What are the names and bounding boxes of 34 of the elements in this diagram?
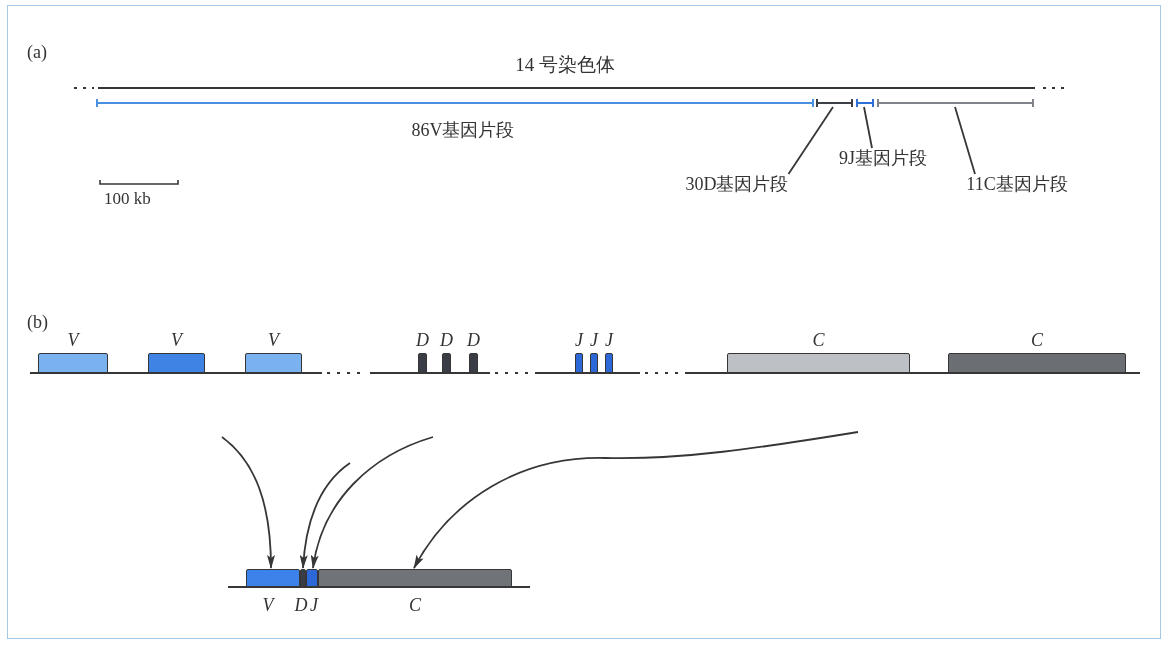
arrow [311,436,434,569]
segment-letter: J [310,595,318,615]
segment-letter: J [590,330,598,350]
chromosome-label: 14 号染色体 [515,55,615,75]
segment-letter: D [440,330,453,350]
segment-range-bar [877,99,1034,107]
segment-range-bar [816,99,853,107]
segment-range-bar [856,99,874,107]
segment-label: 30D基因片段 [685,174,789,194]
segment-letter: D [294,595,308,615]
scale-label: 100 kb [104,189,151,209]
segment-letter: C [1031,330,1043,350]
panel-label: (b) [27,312,48,332]
segment-label: 11C基因片段 [966,174,1068,194]
segment-label: 86V基因片段 [411,120,515,140]
segment-letter: C [812,330,825,350]
arrow [413,431,859,569]
leader-line [787,106,834,175]
arrow [300,462,351,569]
segment-letter: V [171,330,182,350]
arrow [221,436,275,569]
segment-letter: J [605,330,613,350]
segment-letter: D [416,330,429,350]
segment-letter: V [67,330,79,350]
segment-letter: V [262,595,274,615]
panel-label: (a) [27,42,47,62]
segment-letter: C [409,595,421,615]
segment-letter: V [268,330,279,350]
segment-letter: J [575,330,583,350]
segment-range-bar [96,99,814,107]
segment-label: 9J基因片段 [839,148,927,168]
leader-line [954,106,976,175]
leader-line [863,106,873,149]
segment-letter: D [467,330,480,350]
